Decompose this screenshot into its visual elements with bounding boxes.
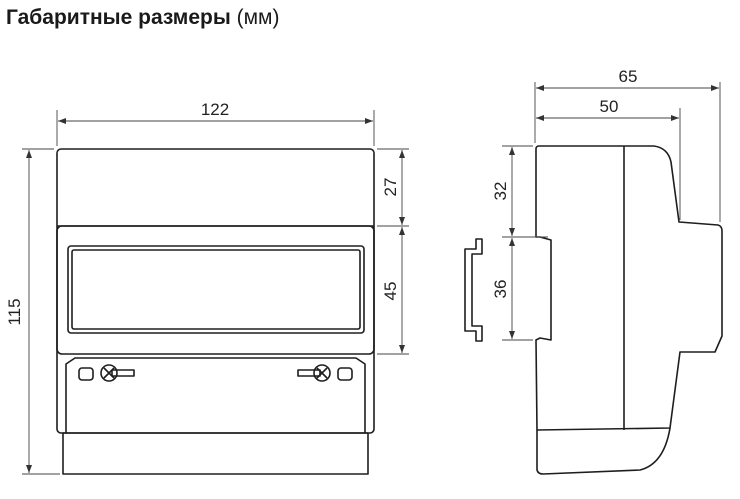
- page-title: Габаритные размеры (мм): [6, 6, 279, 30]
- dim-top-to-rail-label: 32: [491, 182, 510, 201]
- meter-base: [62, 432, 369, 475]
- side-view: [464, 145, 723, 475]
- display-frame: [56, 225, 375, 355]
- terminal-cover: [65, 357, 366, 433]
- dim-display-section-label: 45: [381, 282, 400, 301]
- dim-width-label: 122: [201, 100, 229, 119]
- dim-total-depth-label: 65: [619, 67, 638, 86]
- display-window-inner: [71, 249, 361, 330]
- seal-slot-right: [337, 367, 353, 381]
- side-base-outline: [536, 427, 671, 475]
- display-window-outer: [67, 245, 365, 334]
- side-dimensions: 65 50 32 36: [491, 67, 721, 341]
- dim-height-label: 115: [5, 298, 24, 325]
- seal-slot-left: [78, 367, 94, 381]
- dim-rail-height-label: 36: [491, 280, 510, 299]
- screw-right-icon: [297, 364, 331, 382]
- side-body-outline: [535, 145, 723, 431]
- meter-body-outline: [56, 148, 375, 434]
- screw-left-icon: [100, 364, 135, 382]
- title-text: Габаритные размеры: [6, 6, 231, 29]
- front-view: [56, 148, 375, 475]
- dim-body-depth-label: 50: [600, 97, 619, 116]
- dim-top-section-label: 27: [381, 178, 400, 197]
- din-rail: [464, 238, 483, 342]
- front-dimensions: 122 115 27 45: [5, 100, 409, 475]
- title-unit: (мм): [236, 6, 280, 29]
